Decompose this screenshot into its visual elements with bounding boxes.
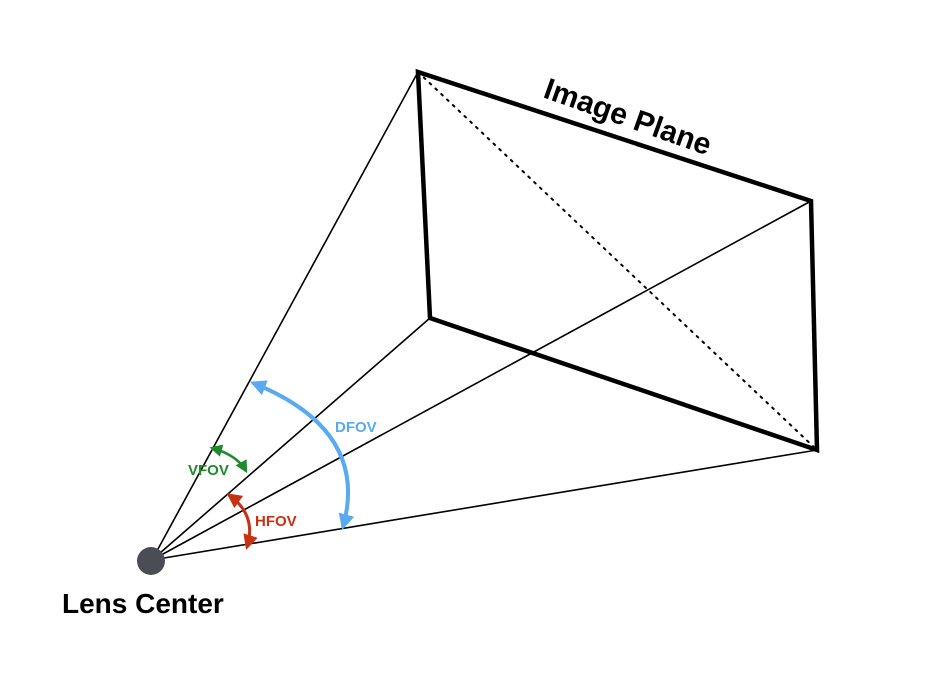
hfov-arc [226,493,258,550]
image-plane [415,68,820,454]
projection-rays [151,71,818,561]
lens-center-label: Lens Center [62,588,224,619]
ray-top-left [151,71,419,561]
hfov-label: HFOV [255,513,297,530]
ray-bottom-right [151,449,818,561]
image-plane-diagonal [417,71,818,451]
dfov-label: DFOV [335,419,377,436]
vfov-arc [209,444,248,474]
lens-center-point [137,547,165,575]
vfov-label: VFOV [188,462,229,479]
dfov-arc [250,380,355,531]
image-plane-label: Image Plane [540,72,716,162]
